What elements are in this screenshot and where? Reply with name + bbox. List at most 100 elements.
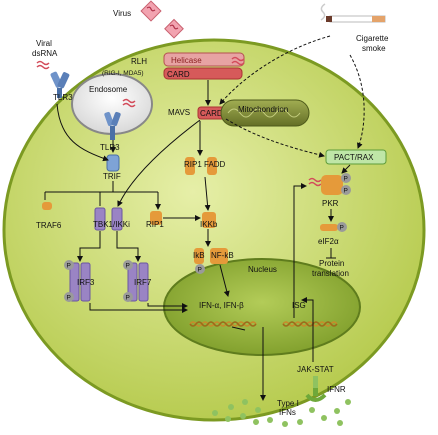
arrow-rip1fadd-ikkb xyxy=(204,176,211,211)
nfkb-label: NF-kB xyxy=(211,251,234,260)
rip1-mid-label: RIP1 xyxy=(184,160,202,169)
irf7-icon xyxy=(127,262,149,302)
endosome-label: Endosome xyxy=(89,85,128,94)
irf3-phospho-bottom-icon: P xyxy=(64,292,74,302)
nucleus-label: Nucleus xyxy=(248,265,277,274)
eif2a-phospho-icon: P xyxy=(337,222,347,232)
pkr-phospho-2-icon: P xyxy=(341,185,351,195)
inhibit-eif2a-protein xyxy=(326,248,336,259)
rlh-card-icon xyxy=(163,67,243,80)
mitochondrion-label: Mitochondrion xyxy=(238,105,288,114)
trif-icon xyxy=(106,154,120,172)
tlr3-endosome-label: TLR3 xyxy=(100,143,120,152)
ikkb-icon xyxy=(202,212,216,228)
tlr3-endosome-receptor-icon xyxy=(104,111,121,140)
arrow-irf3-nucleus xyxy=(89,303,188,313)
fadd-label: FADD xyxy=(204,160,226,169)
endosome-dsrna-icon xyxy=(122,98,136,108)
pkr-icon xyxy=(321,175,343,195)
pathway-arrows xyxy=(44,35,365,401)
virus-label: Virus xyxy=(113,9,131,18)
rlh-label: RLH xyxy=(131,57,147,66)
ikkb-label: IKKb xyxy=(200,220,218,229)
tbk1-ikki-icon xyxy=(94,207,123,231)
cigarette-label: Cigarette xyxy=(356,34,389,43)
tlr3-membrane-receptor-icon xyxy=(50,71,70,98)
arrow-tlr3-membrane-trif xyxy=(56,103,109,162)
arrow-nfkb-nucleus xyxy=(219,264,230,297)
pact-rax-box xyxy=(325,149,387,165)
isg-label: ISG xyxy=(292,301,306,310)
pact-rax-label: PACT/RAX xyxy=(334,153,374,162)
smoke-label: smoke xyxy=(362,44,386,53)
ikb-icon xyxy=(194,248,204,264)
irf7-phospho-top-label: P xyxy=(126,263,130,270)
arrow-mavs-pact-dashed xyxy=(225,118,325,158)
protein-label: Protein xyxy=(319,259,344,268)
eif2a-icon xyxy=(320,224,338,231)
jak-stat-label: JAK-STAT xyxy=(297,365,334,374)
cigarette-icon xyxy=(320,3,386,23)
traf6-icon xyxy=(42,202,52,210)
helicase-label: Helicase xyxy=(171,56,202,65)
ifnr-receptor-icon xyxy=(305,376,327,402)
ifns-label: IFNs xyxy=(279,408,296,417)
pkr-label: PKR xyxy=(322,199,339,208)
rlh-sub-label: (RIG-I, MDA5) xyxy=(102,70,144,77)
arrow-cigarette-rlh-dashed xyxy=(219,35,331,105)
arrow-tbk1-irf7 xyxy=(116,231,141,262)
mavs-label: MAVS xyxy=(168,108,190,117)
arrow-jakstat-isg xyxy=(301,297,314,362)
irf3-label: IRF3 xyxy=(77,278,95,287)
translation-label: translation xyxy=(312,269,349,278)
dna-strand-isg-icon xyxy=(282,321,338,327)
ikb-phospho-icon: P xyxy=(195,264,205,274)
arrow-nucleus-ifn xyxy=(231,326,246,331)
dna-strand-ifn-icon xyxy=(189,321,257,327)
irf3-phospho-top-icon: P xyxy=(64,260,74,270)
rlh-card-label: CARD xyxy=(167,70,190,79)
ikb-phospho-label: P xyxy=(198,267,202,274)
irf7-phospho-bottom-label: P xyxy=(126,295,130,302)
ifnr-label: IFNR xyxy=(327,385,346,394)
ifn-molecules-icon xyxy=(212,399,351,427)
arrow-trif-split xyxy=(44,181,158,209)
irf7-label: IRF7 xyxy=(134,278,152,287)
mavs-card-label: CARD xyxy=(200,109,223,118)
fadd-icon xyxy=(207,157,217,175)
dsrna-label: dsRNA xyxy=(32,49,58,58)
eif2a-label: eIF2α xyxy=(318,237,339,246)
nfkb-icon xyxy=(210,248,228,264)
pkr-dsrna-icon xyxy=(308,177,322,187)
pkr-phospho-2-label: P xyxy=(344,188,348,195)
rip1-left-label: RIP1 xyxy=(146,220,164,229)
arrow-tbk1-irf3 xyxy=(77,231,101,262)
pkr-phospho-1-label: P xyxy=(344,176,348,183)
tlr3-membrane-label: TLR3 xyxy=(53,93,73,102)
arrow-isg-pkr xyxy=(293,183,307,318)
irf3-phospho-bottom-label: P xyxy=(67,295,71,302)
nucleus xyxy=(163,258,361,356)
arrow-cigarette-pact-dashed xyxy=(349,54,365,149)
mitochondrion-icon xyxy=(220,99,310,127)
pkr-phospho-1-icon: P xyxy=(341,173,351,183)
viral-label: Viral xyxy=(36,39,52,48)
tbk1-ikki-label: TBK1/IKKi xyxy=(93,220,130,229)
arrow-mavs-tbk1 xyxy=(117,119,201,207)
mitochondrion-cristae-icon xyxy=(227,108,301,118)
irf3-phospho-top-label: P xyxy=(67,263,71,270)
irf7-phospho-top-icon: P xyxy=(123,260,133,270)
irf3-icon xyxy=(69,262,91,302)
arrow-irf7-nucleus xyxy=(147,303,188,309)
rip1-mid-icon xyxy=(185,157,195,175)
ikb-label: IkB xyxy=(193,251,205,260)
type1-label: Type I xyxy=(277,399,299,408)
dsrna-wavy-icon xyxy=(36,60,50,70)
traf6-label: TRAF6 xyxy=(36,221,62,230)
irf7-phospho-bottom-icon: P xyxy=(123,292,133,302)
virus-icon xyxy=(140,0,162,22)
ifn-gene-label: IFN-α, IFN-β xyxy=(199,301,244,310)
eif2a-phospho-label: P xyxy=(340,225,344,232)
